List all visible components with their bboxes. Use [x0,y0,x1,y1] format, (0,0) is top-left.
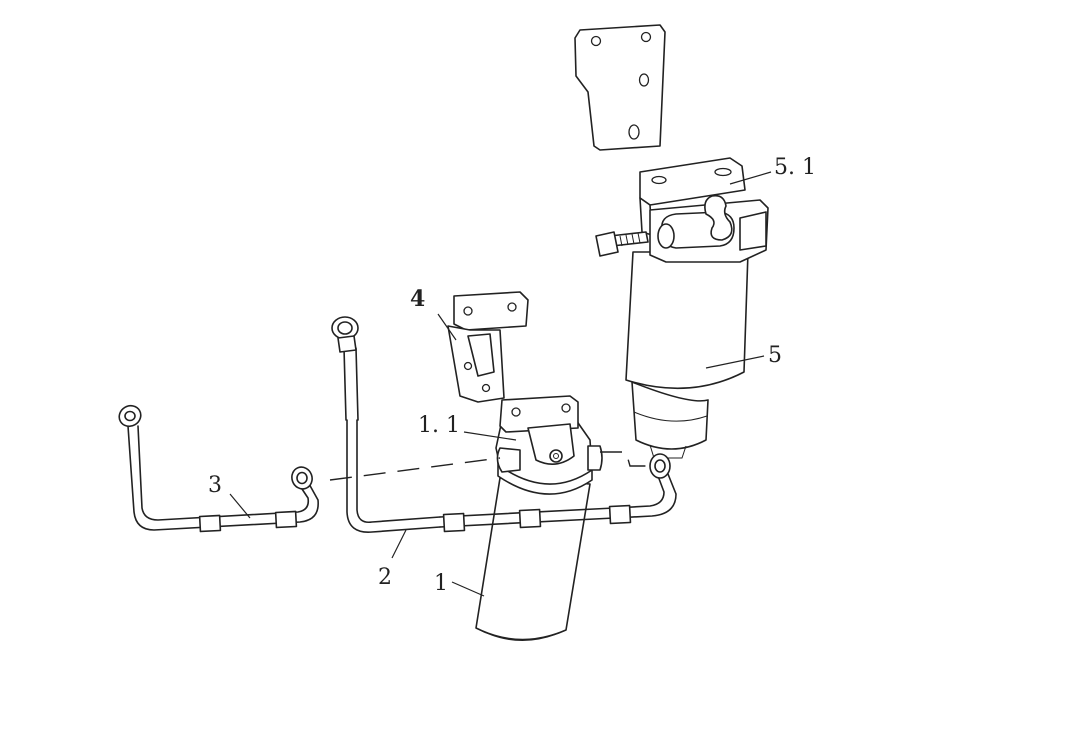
leader-1 [451,581,485,597]
leader-5 [705,355,765,369]
callout-1-1: 1. 1 [418,413,460,438]
leader-5-1 [729,171,772,185]
callout-3: 3 [208,473,222,498]
upper-mounting-plate [574,24,666,151]
assembly-centerline-right [600,451,652,467]
leader-3 [229,493,251,519]
leader-1-1 [463,431,517,441]
head-plate-1-1 [499,395,579,433]
leader-lines [229,171,772,597]
fuel-pipe-2 [331,316,677,533]
callout-1: 1 [434,571,448,596]
callout-4: 4 [410,286,425,312]
leader-2 [391,529,407,559]
callout-2: 2 [378,565,392,590]
callout-5-1: 5. 1 [774,155,816,180]
bracket-4 [447,291,529,403]
fuel-filter-1 [475,395,603,641]
fuel-pipe-3 [118,404,319,533]
callout-5: 5 [768,343,782,368]
fuel-filter-5 [595,157,769,459]
leader-4 [437,313,457,341]
assembly-centerline [329,457,501,481]
